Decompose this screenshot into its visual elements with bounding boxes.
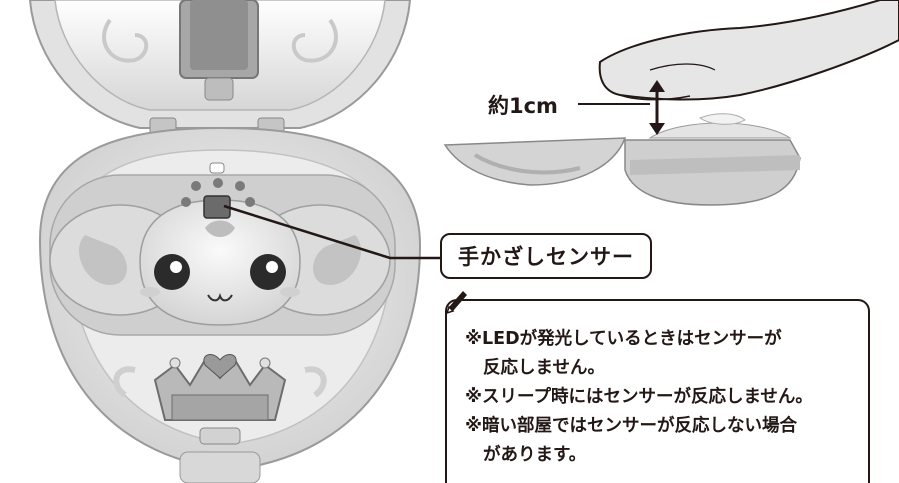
character-face: [139, 199, 301, 326]
notes-box: ※LEDが発光しているときはセンサーが 反応しません。 ※スリープ時にはセンサー…: [445, 299, 870, 483]
front-button: [199, 427, 241, 445]
heart-icon: [203, 354, 237, 379]
pencil-icon: [445, 291, 467, 315]
note-1-line-2: 反応しません。: [483, 358, 605, 378]
sensor-label-box: 手かざしセンサー: [440, 233, 652, 279]
device-side-view: [443, 113, 801, 206]
crown-icon: [113, 357, 327, 421]
sensor-label: 手かざしセンサー: [458, 245, 634, 269]
arrow-double-icon: [649, 80, 665, 135]
distance-label: 約1cm: [488, 94, 558, 118]
note-1-line-1: ※LEDが発光しているときはセンサーが: [465, 329, 782, 349]
sensor-leader-line: [223, 204, 440, 260]
note-3-line-1: ※暗い部屋ではセンサーが反応しない場合: [465, 416, 798, 436]
note-3-line-2: があります。: [483, 445, 587, 465]
hand-illustration: [598, 0, 899, 101]
sensor-area: [181, 162, 255, 219]
note-2-line-1: ※スリープ時にはセンサーが反応しません。: [465, 387, 813, 407]
device-lid: [28, 0, 412, 129]
